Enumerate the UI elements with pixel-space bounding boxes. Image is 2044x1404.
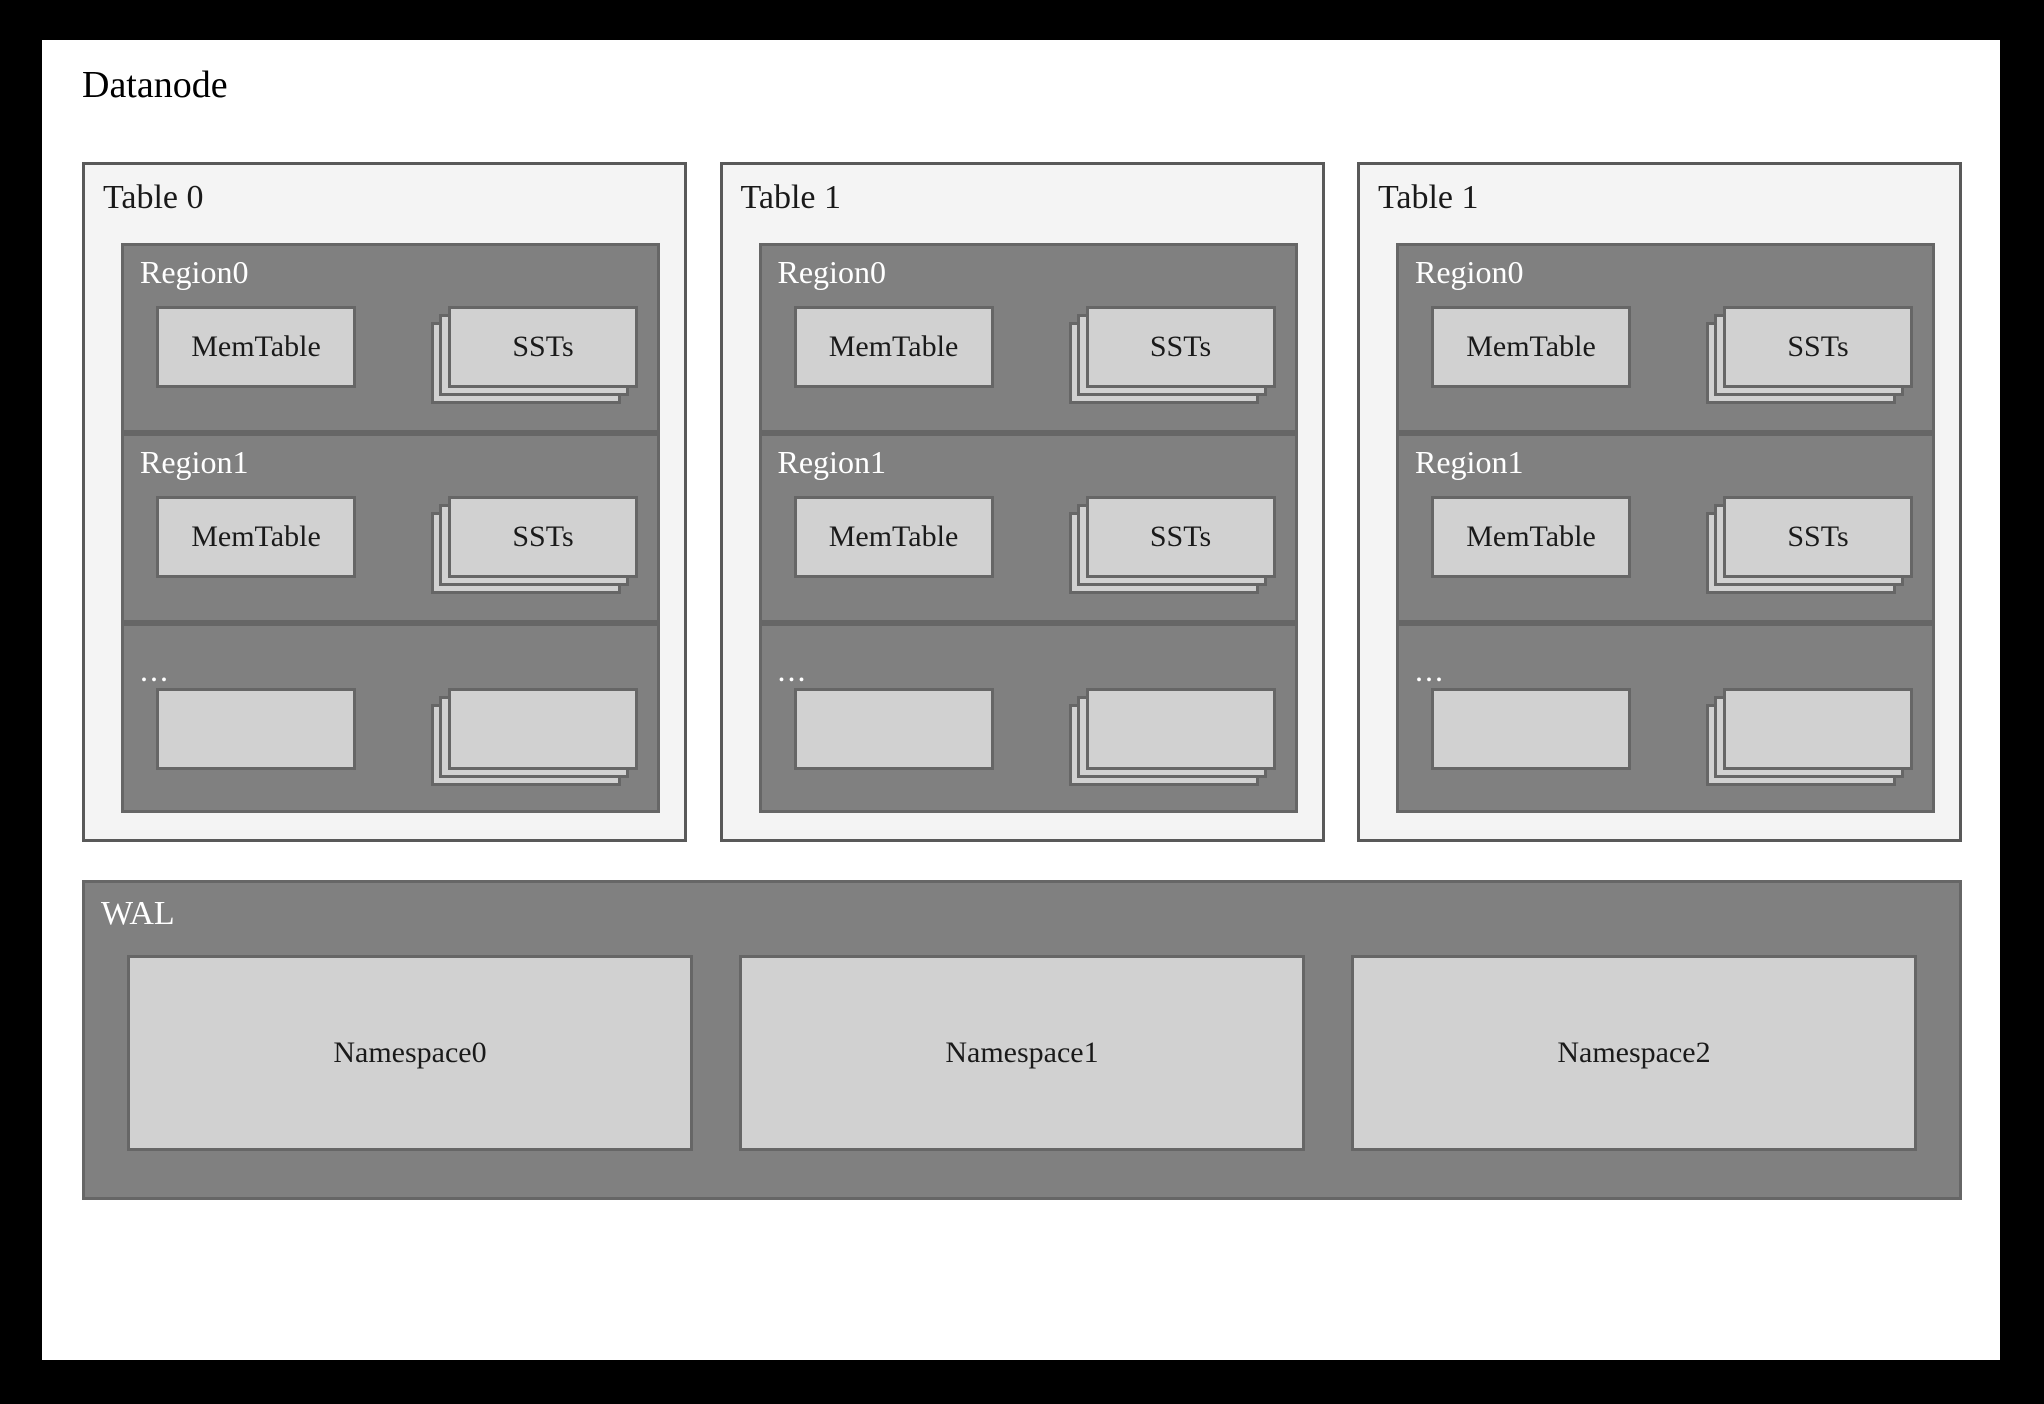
region-title: Region1 [777, 444, 886, 480]
datanode-container: Datanode Table 0 Region0 MemTable SSTs [42, 40, 2000, 1360]
table-panel[interactable]: Table 0 Region0 MemTable SSTs Region1 [82, 162, 687, 842]
region-title: Region0 [777, 254, 886, 290]
namespace-box[interactable]: Namespace1 [739, 955, 1305, 1151]
sst-stack[interactable]: SSTs [431, 306, 639, 406]
sst-stack[interactable]: SSTs [1706, 496, 1914, 596]
sst-card-front: SSTs [448, 496, 638, 578]
namespace-box[interactable]: Namespace0 [127, 955, 693, 1151]
region-box[interactable]: Region1 MemTable SSTs [1396, 433, 1935, 623]
region-body [156, 688, 639, 786]
region-title: Region0 [140, 254, 249, 290]
table-title: Table 1 [740, 179, 842, 216]
regions-stack: Region0 MemTable SSTs Region1 MemTable [121, 243, 660, 813]
memtable-box[interactable]: MemTable [156, 496, 356, 578]
region-title: Region0 [1415, 254, 1524, 290]
region-box-more[interactable]: ... [1396, 623, 1935, 813]
memtable-box[interactable]: MemTable [1431, 496, 1631, 578]
memtable-box[interactable]: MemTable [793, 306, 994, 388]
sst-card-front: SSTs [1723, 306, 1913, 388]
regions-stack: Region0 MemTable SSTs Region1 MemTable [758, 243, 1298, 813]
region-body: MemTable SSTs [156, 496, 639, 594]
sst-card-front [1723, 688, 1913, 770]
region-ellipsis: ... [777, 652, 808, 688]
memtable-box[interactable]: MemTable [1431, 306, 1631, 388]
region-body: MemTable SSTs [793, 496, 1277, 596]
memtable-box-placeholder[interactable] [793, 688, 994, 770]
region-box[interactable]: Region1 MemTable SSTs [758, 433, 1298, 623]
sst-stack-placeholder[interactable] [1706, 688, 1914, 788]
tables-row: Table 0 Region0 MemTable SSTs Region1 [82, 162, 1962, 842]
region-body: MemTable SSTs [156, 306, 639, 404]
sst-card-front: SSTs [1085, 496, 1276, 578]
region-body [1431, 688, 1914, 786]
memtable-box-placeholder[interactable] [156, 688, 356, 770]
sst-stack-placeholder[interactable] [431, 688, 639, 788]
memtable-box-placeholder[interactable] [1431, 688, 1631, 770]
memtable-box[interactable]: MemTable [156, 306, 356, 388]
region-body: MemTable SSTs [1431, 496, 1914, 594]
region-body [793, 688, 1277, 788]
sst-card-front: SSTs [1085, 306, 1276, 388]
table-title: Table 0 [103, 179, 204, 216]
region-box[interactable]: Region0 MemTable SSTs [121, 243, 660, 433]
wal-namespaces-row: Namespace0 Namespace1 Namespace2 [127, 955, 1917, 1151]
region-box[interactable]: Region0 MemTable SSTs [758, 243, 1298, 433]
sst-card-front [1085, 688, 1276, 770]
memtable-box[interactable]: MemTable [793, 496, 994, 578]
sst-card-front: SSTs [1723, 496, 1913, 578]
sst-card-front: SSTs [448, 306, 638, 388]
region-title: Region1 [1415, 444, 1524, 480]
region-title: Region1 [140, 444, 249, 480]
regions-stack: Region0 MemTable SSTs Region1 MemTable [1396, 243, 1935, 813]
sst-stack[interactable]: SSTs [1706, 306, 1914, 406]
region-box-more[interactable]: ... [121, 623, 660, 813]
wal-title: WAL [101, 895, 175, 932]
region-box-more[interactable]: ... [758, 623, 1298, 813]
region-ellipsis: ... [1415, 652, 1445, 688]
region-body: MemTable SSTs [1431, 306, 1914, 404]
region-box[interactable]: Region0 MemTable SSTs [1396, 243, 1935, 433]
sst-stack[interactable]: SSTs [431, 496, 639, 596]
table-title: Table 1 [1378, 179, 1479, 216]
table-panel[interactable]: Table 1 Region0 MemTable SSTs Region1 [719, 162, 1325, 842]
region-box[interactable]: Region1 MemTable SSTs [121, 433, 660, 623]
datanode-title: Datanode [82, 64, 228, 106]
sst-card-front [448, 688, 638, 770]
sst-stack-placeholder[interactable] [1068, 688, 1277, 788]
wal-panel[interactable]: WAL Namespace0 Namespace1 Namespace2 [82, 880, 1962, 1200]
table-panel[interactable]: Table 1 Region0 MemTable SSTs Region1 [1357, 162, 1962, 842]
region-body: MemTable SSTs [793, 306, 1277, 406]
region-ellipsis: ... [140, 652, 170, 688]
sst-stack[interactable]: SSTs [1068, 496, 1277, 596]
sst-stack[interactable]: SSTs [1068, 306, 1277, 406]
namespace-box[interactable]: Namespace2 [1351, 955, 1917, 1151]
